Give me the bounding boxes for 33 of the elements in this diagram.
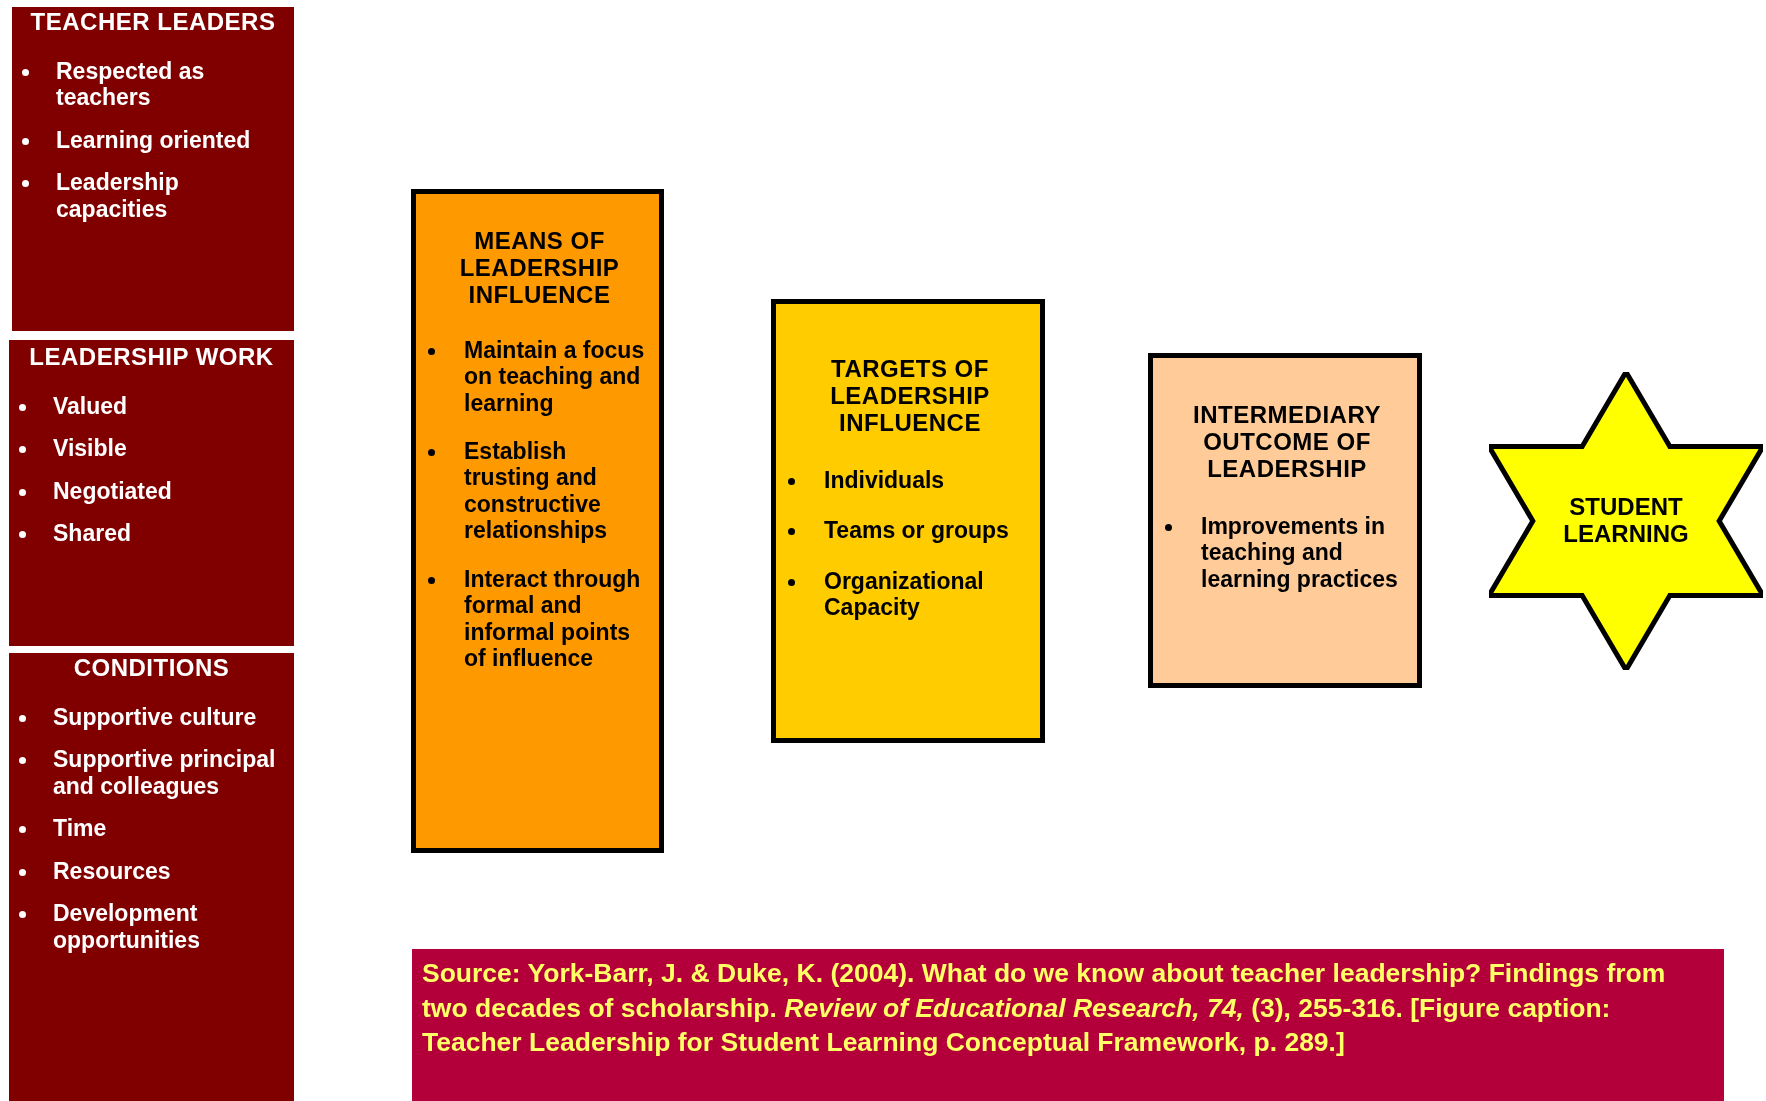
category-panel (9, 340, 294, 646)
bullet-item: Respected as teachers (20, 57, 286, 111)
process-box (411, 189, 664, 853)
bullet-item: Visible (17, 435, 286, 462)
box-heading: LEADERSHIP WORK (28, 344, 275, 371)
category-panel (9, 653, 294, 1101)
bullet-item: Improvements in teaching and learning practices (1161, 512, 1413, 592)
bullet-item: Shared (17, 520, 286, 547)
bullet-item: Valued (17, 392, 286, 420)
bullet-item: Organizational Capacity (784, 567, 1036, 621)
box-heading: TEACHER LEADERS (29, 9, 277, 36)
bullet-item: Teams or groups (784, 517, 1036, 544)
bullet-item: Maintain a focus on teaching and learning (424, 336, 655, 416)
bullet-item: Individuals (784, 466, 1036, 494)
process-box (771, 299, 1045, 743)
source-caption: Source: York-Barr, J. & Duke, K. (2004). What do we know about teacher leadership? Findings from two decades of scholarship. Review of Educational Research, 74, (3), 255-316. [Figure caption: Teacher Leadership for Student Learning Conceptual Framework, p. 289.] (412, 949, 1724, 1101)
category-panel (12, 7, 294, 331)
bullet-item: Development opportunities (17, 900, 286, 953)
bullet-item: Negotiated (17, 477, 286, 505)
star-label: STUDENT LEARNING (1562, 494, 1690, 548)
process-box (1148, 353, 1422, 688)
bullet-item: Interact through formal and informal points of influence (424, 565, 655, 672)
bullet-item: Leadership capacities (20, 169, 286, 223)
bullet-item: Learning oriented (20, 126, 286, 154)
box-heading: TARGETS OF LEADERSHIP INFLUENCE (829, 356, 991, 437)
bullet-item: Resources (17, 857, 286, 885)
bullet-item: Supportive principal and colleagues (17, 746, 286, 800)
box-heading: MEANS OF LEADERSHIP INFLUENCE (458, 228, 621, 309)
box-heading: INTERMEDIARY OUTCOME OF LEADERSHIP (1192, 402, 1382, 483)
bullet-item: Supportive culture (17, 703, 286, 731)
bullet-item: Time (17, 815, 286, 842)
bullet-item: Establish trusting and constructive relationships (424, 437, 655, 544)
box-heading: CONDITIONS (72, 655, 231, 682)
